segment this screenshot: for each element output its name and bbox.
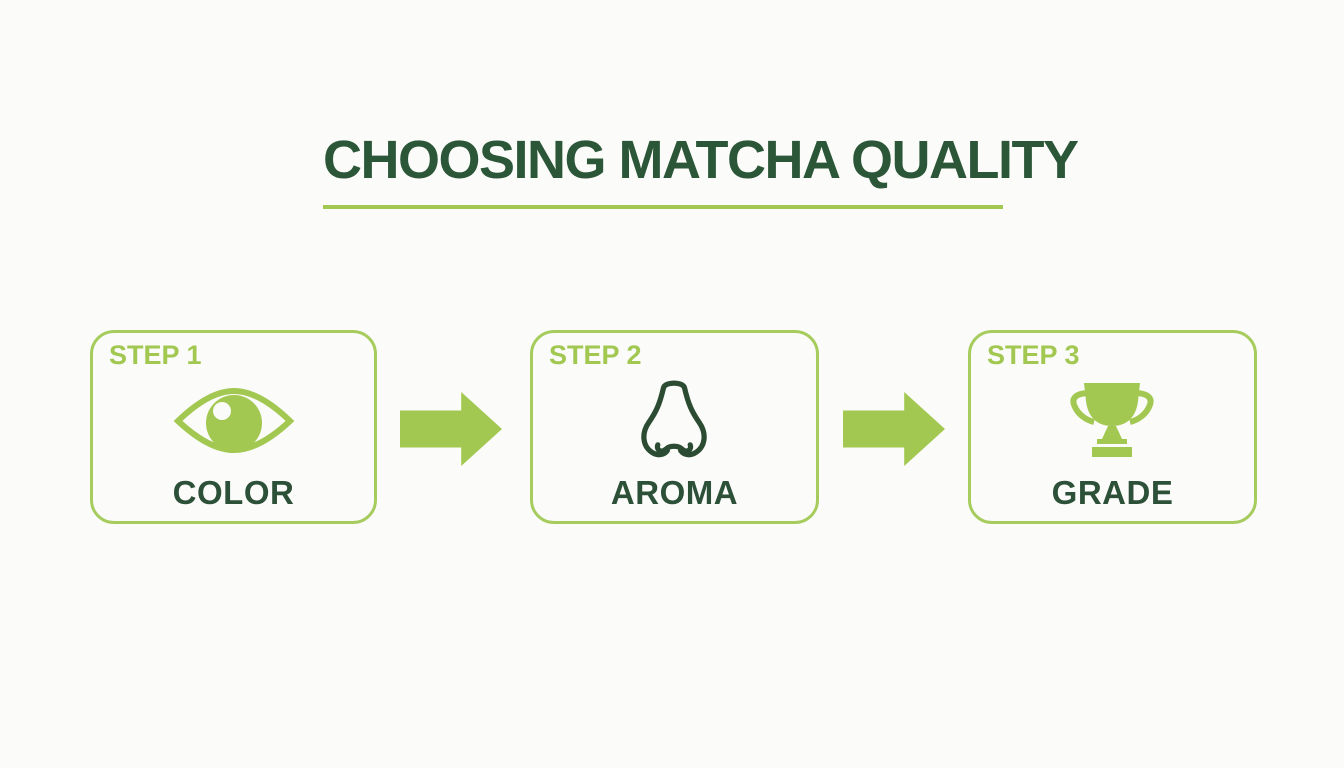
criterion-label: COLOR [172,474,295,511]
arrow-right-icon [400,392,502,466]
arrow-right-icon [843,392,945,466]
step-number-label: STEP 3 [987,340,1080,370]
trophy-icon [1068,381,1156,464]
title-underline [323,205,1003,209]
page-title: CHOOSING MATCHA QUALITY [323,130,1079,190]
step-card-color: STEP 1 COLOR [90,330,377,524]
eye-icon [173,385,295,460]
step-number-label: STEP 2 [549,340,642,370]
criterion-label: AROMA [610,474,739,511]
step-number-label: STEP 1 [109,340,202,370]
step-card-grade: STEP 3 GRADE [968,330,1257,524]
step-card-aroma: STEP 2 AROMA [530,330,819,524]
nose-icon [634,378,714,471]
criterion-label: GRADE [1051,474,1174,511]
